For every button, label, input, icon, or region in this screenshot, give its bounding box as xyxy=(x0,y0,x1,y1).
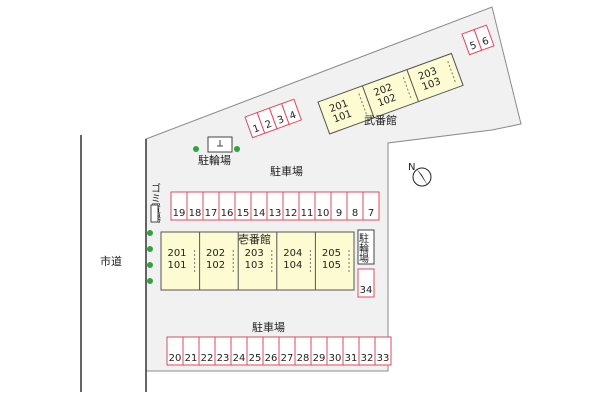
parking-space-number: 3 xyxy=(276,114,286,127)
parking-space xyxy=(374,336,392,366)
road-label: 市道 xyxy=(100,254,122,268)
unit-number-lower: 103 xyxy=(245,260,264,271)
unit-number-lower: 102 xyxy=(206,260,225,271)
unit-number-upper: 204 xyxy=(283,248,302,259)
parking-space-number: 32 xyxy=(361,353,374,364)
parking-space xyxy=(281,98,303,125)
north-arrow-icon xyxy=(412,167,432,187)
parking-space xyxy=(362,191,380,221)
bike-label-west: 駐輪場 xyxy=(198,153,231,167)
parking-space-number: 9 xyxy=(336,208,342,219)
parking-space-number: 34 xyxy=(360,285,373,296)
parking-space-number: 15 xyxy=(237,208,250,219)
parking-space-number: 2 xyxy=(264,119,274,132)
building-1-body xyxy=(160,231,355,291)
parking-space-number: 13 xyxy=(269,208,282,219)
building-1-name: 壱番館 xyxy=(238,232,271,246)
parking-space-number: 21 xyxy=(185,353,198,364)
unit-number-upper: 201 xyxy=(167,248,186,259)
bike-shed-east xyxy=(357,229,375,265)
lot-area xyxy=(145,6,522,372)
parking-space-number: 12 xyxy=(285,208,298,219)
parking-space-number: 22 xyxy=(201,353,214,364)
north-arrow-needle xyxy=(416,168,428,186)
tree-icon xyxy=(147,230,153,236)
tree-icon xyxy=(193,146,199,152)
parking-space-number: 4 xyxy=(288,110,298,123)
parking-space-number: 11 xyxy=(301,208,314,219)
parking-space-number: 26 xyxy=(265,353,278,364)
tree-icon xyxy=(147,262,153,268)
parking-space-number: 31 xyxy=(345,353,358,364)
parking-space-number: 20 xyxy=(169,353,182,364)
unit-number-lower: 105 xyxy=(322,260,341,271)
north-label: N xyxy=(408,162,415,173)
parking-space-number: 28 xyxy=(297,353,310,364)
parking-single: 34 xyxy=(357,268,375,298)
parking-space-number: 25 xyxy=(249,353,262,364)
unit-divider xyxy=(406,69,419,102)
unit-divider xyxy=(361,85,375,118)
parking-space-number: 7 xyxy=(368,208,374,219)
bike-label-east: 駐輪場 xyxy=(357,232,369,264)
parking-space-number: 14 xyxy=(253,208,266,219)
parking-space-number: 16 xyxy=(221,208,234,219)
parking-space-number: 17 xyxy=(205,208,218,219)
tree-icon xyxy=(234,146,240,152)
parking-label-north: 駐車場 xyxy=(270,164,303,178)
parking-space-number: 24 xyxy=(233,353,246,364)
parking-space-number: 29 xyxy=(313,353,326,364)
parking-space-number: 1 xyxy=(252,123,262,136)
parking-space-number: 30 xyxy=(329,353,342,364)
parking-space-number: 8 xyxy=(352,208,358,219)
unit-number-lower: 104 xyxy=(283,260,302,271)
building-2-body xyxy=(317,52,464,135)
parking-space-number: 18 xyxy=(189,208,202,219)
unit-number-upper: 203 xyxy=(245,248,264,259)
tree-icon xyxy=(147,278,153,284)
parking-label-south: 駐車場 xyxy=(252,320,285,334)
building-2-name: 武番館 xyxy=(364,113,397,127)
unit-number-upper: 202 xyxy=(206,248,225,259)
parking-space-number: 6 xyxy=(481,36,491,49)
unit-number-upper: 205 xyxy=(322,248,341,259)
parking-space xyxy=(473,24,495,51)
parking-space-number: 5 xyxy=(469,40,479,53)
parking-space xyxy=(357,268,375,298)
parking-space-number: 33 xyxy=(377,353,390,364)
parking-space-number: 19 xyxy=(173,208,186,219)
parking-space-number: 10 xyxy=(317,208,330,219)
parking-space-number: 23 xyxy=(217,353,230,364)
tree-icon xyxy=(147,246,153,252)
garbage-box xyxy=(150,204,159,223)
unit-number-lower: 101 xyxy=(167,260,186,271)
parking-space-number: 27 xyxy=(281,353,294,364)
